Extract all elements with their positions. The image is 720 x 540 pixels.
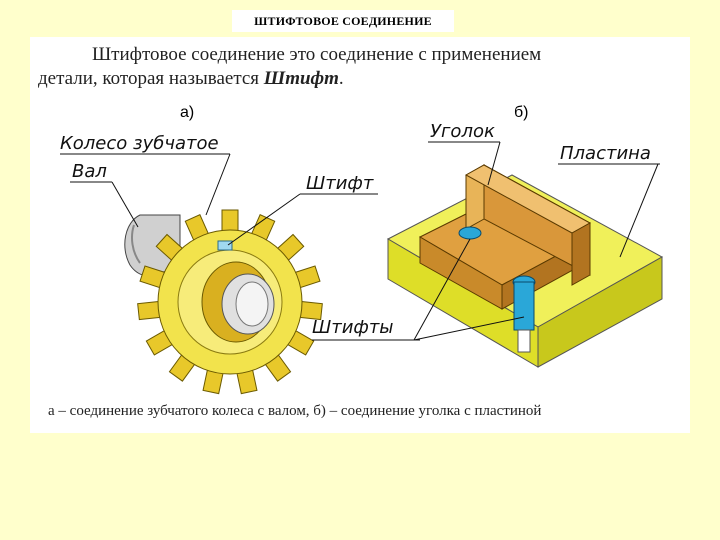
intro-line-2-text: детали, которая называется (38, 68, 264, 89)
label-pins: Штифты (312, 317, 394, 338)
pin-section (513, 281, 535, 331)
label-plate: Пластина (560, 143, 651, 164)
figure-a-marker: а) (180, 104, 194, 121)
figure-caption: а – соединение зубчатого колеса с валом,… (48, 403, 542, 419)
intro-line-1: Штифтовое соединение это соединение с пр… (92, 44, 542, 65)
label-angle: Уголок (430, 121, 495, 142)
pin-hole-1 (458, 226, 482, 240)
figure-b-marker: б) (514, 104, 529, 121)
intro-line-2: детали, которая называется Штифт. (38, 68, 344, 89)
angle-drawing (418, 164, 592, 353)
figure-b: б) Уголок Пластина (312, 104, 664, 368)
figure-a: а) (60, 104, 378, 395)
intro-text: Штифтовое соединение это соединение с пр… (38, 43, 678, 91)
figure-illustration: а) (60, 104, 664, 395)
slide-title-box: ШТИФТОВОЕ СОЕДИНЕНИЕ (232, 10, 454, 32)
label-gear: Колесо зубчатое (60, 133, 219, 154)
gear-pin (217, 240, 233, 251)
slide-title: ШТИФТОВОЕ СОЕДИНЕНИЕ (254, 14, 432, 28)
gear-drawing (137, 209, 323, 395)
label-pin: Штифт (306, 173, 374, 194)
intro-end: . (338, 68, 344, 89)
label-shaft: Вал (72, 161, 107, 182)
intro-term: Штифт (263, 68, 339, 89)
